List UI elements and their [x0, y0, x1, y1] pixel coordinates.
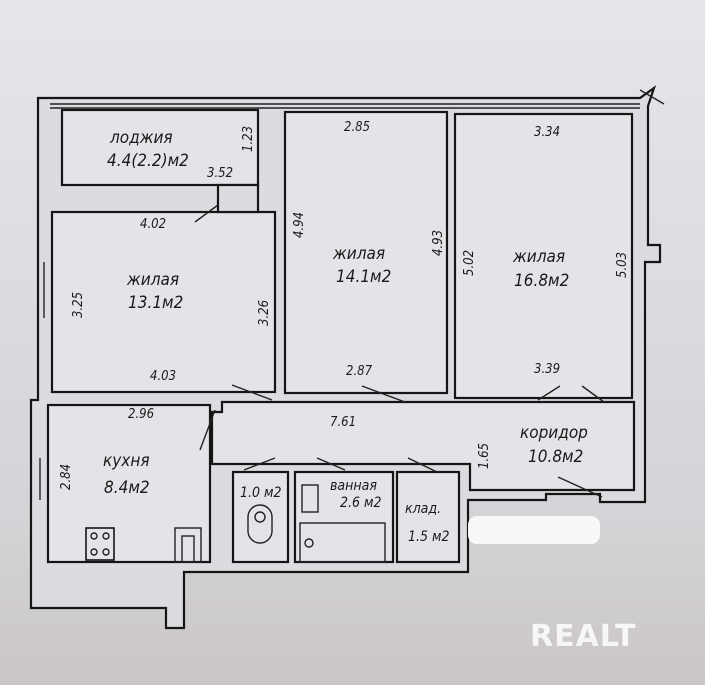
storage-area: 1.5 м2	[408, 529, 450, 545]
door-swings	[194, 204, 605, 498]
dim-r1-top: 4.02	[140, 217, 166, 232]
dim-kitchen-left: 2.84	[59, 464, 74, 490]
corridor-name: коридор	[520, 423, 588, 443]
room-living-3	[453, 112, 634, 400]
dim-loggia-h: 1.23	[241, 126, 256, 152]
corridor-area: 10.8м2	[528, 447, 583, 467]
kitchen-area: 8.4м2	[104, 478, 150, 498]
room-storage	[395, 470, 461, 564]
living2-name: жилая	[332, 244, 385, 264]
bathroom-area: 2.6 м2	[340, 495, 382, 511]
dim-loggia-w: 3.52	[207, 166, 233, 181]
room-living-2	[283, 110, 449, 395]
redacted-patch	[468, 516, 600, 544]
dim-r1-bottom: 4.03	[150, 369, 176, 384]
dim-r1-right: 3.26	[257, 300, 272, 326]
dim-r2-right: 4.93	[431, 230, 446, 256]
bathtub-icon	[299, 522, 386, 563]
room-living-1	[50, 210, 277, 394]
dim-r3-left: 5.02	[462, 250, 477, 276]
balcony-edge	[639, 89, 665, 105]
loggia-area: 4.4(2.2)м2	[107, 151, 189, 171]
kitchen-name: кухня	[103, 451, 150, 471]
dim-corridor-len: 7.61	[330, 415, 356, 430]
bathroom-name: ванная	[330, 478, 377, 494]
sink-icon	[301, 484, 319, 513]
living3-area: 16.8м2	[514, 271, 569, 291]
toilet-icon	[247, 504, 273, 544]
wc-area: 1.0 м2	[240, 485, 282, 501]
dim-r2-bottom: 2.87	[346, 364, 373, 379]
dim-kitchen-top: 2.96	[128, 407, 154, 422]
dim-r3-right: 5.03	[615, 252, 630, 278]
room-corridor	[210, 400, 636, 492]
realt-watermark: REALT	[530, 619, 636, 654]
loggia-partition	[216, 183, 260, 214]
loggia-name: лоджия	[109, 128, 173, 148]
dim-r3-bottom: 3.39	[534, 362, 560, 377]
living1-area: 13.1м2	[128, 293, 183, 313]
storage-name: клад.	[405, 501, 441, 517]
dim-r2-left: 4.94	[292, 212, 307, 238]
dim-corridor-side: 1.65	[477, 443, 492, 469]
dim-r3-top: 3.34	[534, 125, 560, 140]
room-loggia	[60, 108, 260, 187]
ventshaft-icon	[174, 527, 202, 563]
dim-r2-top: 2.85	[344, 120, 370, 135]
living2-area: 14.1м2	[336, 267, 391, 287]
living3-name: жилая	[512, 247, 565, 267]
room-wc	[231, 470, 290, 564]
dim-r1-left: 3.25	[71, 292, 86, 318]
living1-name: жилая	[126, 270, 179, 290]
stove-icon	[85, 527, 115, 561]
